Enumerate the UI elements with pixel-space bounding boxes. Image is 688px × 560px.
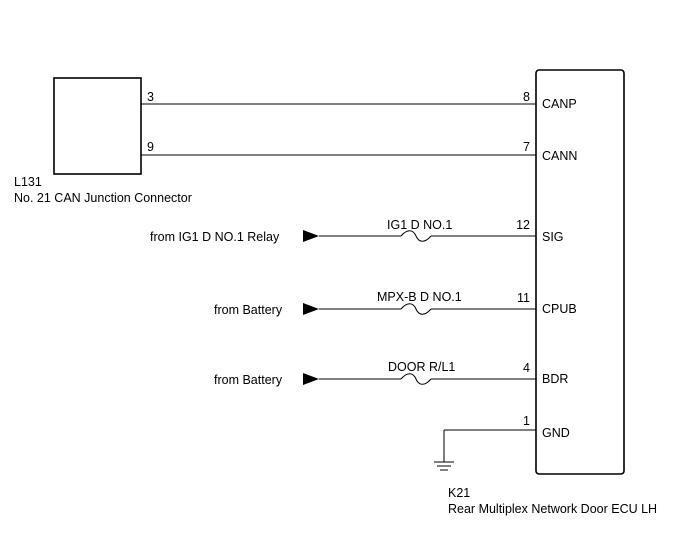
fuse-icon xyxy=(400,303,432,315)
pin-number: 8 xyxy=(523,90,530,104)
pin-label: CPUB xyxy=(542,302,577,316)
fuse-icon xyxy=(400,230,432,242)
pin-number: 7 xyxy=(523,140,530,154)
l131-pin-canp: 3 xyxy=(147,90,154,104)
source-label: from Battery xyxy=(214,373,283,387)
pin-number: 12 xyxy=(516,218,530,232)
pin-number: 4 xyxy=(523,361,530,375)
pin-label: CANP xyxy=(542,97,577,111)
ecu-name: Rear Multiplex Network Door ECU LH xyxy=(448,502,657,516)
pin-number: 1 xyxy=(523,414,530,428)
pin-number: 11 xyxy=(517,291,530,305)
connector-name: No. 21 CAN Junction Connector xyxy=(14,191,192,205)
arrow-right-icon xyxy=(303,303,319,315)
ecu-pin-sig: 12 SIG xyxy=(516,218,563,244)
pin-label: BDR xyxy=(542,372,568,386)
sig-supply-circuit: from IG1 D NO.1 Relay IG1 D NO.1 xyxy=(150,218,536,244)
ecu-pin-cann: 7 CANN xyxy=(523,140,577,163)
fuse-label: IG1 D NO.1 xyxy=(387,218,452,232)
pin-label: GND xyxy=(542,426,570,440)
bdr-supply-circuit: from Battery DOOR R/L1 xyxy=(214,360,536,387)
ecu-pin-canp: 8 CANP xyxy=(523,90,577,111)
can-junction-connector-box xyxy=(53,77,142,175)
arrow-right-icon xyxy=(303,230,319,242)
pin-label: SIG xyxy=(542,230,564,244)
l131-pin-cann: 9 xyxy=(147,140,154,154)
source-label: from Battery xyxy=(214,303,283,317)
door-ecu-box xyxy=(535,69,625,475)
ground-icon xyxy=(434,461,454,471)
ecu-pin-cpub: 11 CPUB xyxy=(517,291,577,316)
fuse-label: MPX-B D NO.1 xyxy=(377,290,462,304)
ground-circuit xyxy=(434,429,536,471)
ecu-code: K21 xyxy=(448,486,470,500)
cpub-supply-circuit: from Battery MPX-B D NO.1 xyxy=(214,290,536,317)
arrow-right-icon xyxy=(303,373,319,385)
pin-label: CANN xyxy=(542,149,577,163)
fuse-icon xyxy=(400,373,432,385)
ecu-pin-gnd: 1 GND xyxy=(523,414,570,440)
source-label: from IG1 D NO.1 Relay xyxy=(150,230,280,244)
connector-code: L131 xyxy=(14,175,42,189)
fuse-label: DOOR R/L1 xyxy=(388,360,455,374)
ecu-pin-bdr: 4 BDR xyxy=(523,361,568,386)
